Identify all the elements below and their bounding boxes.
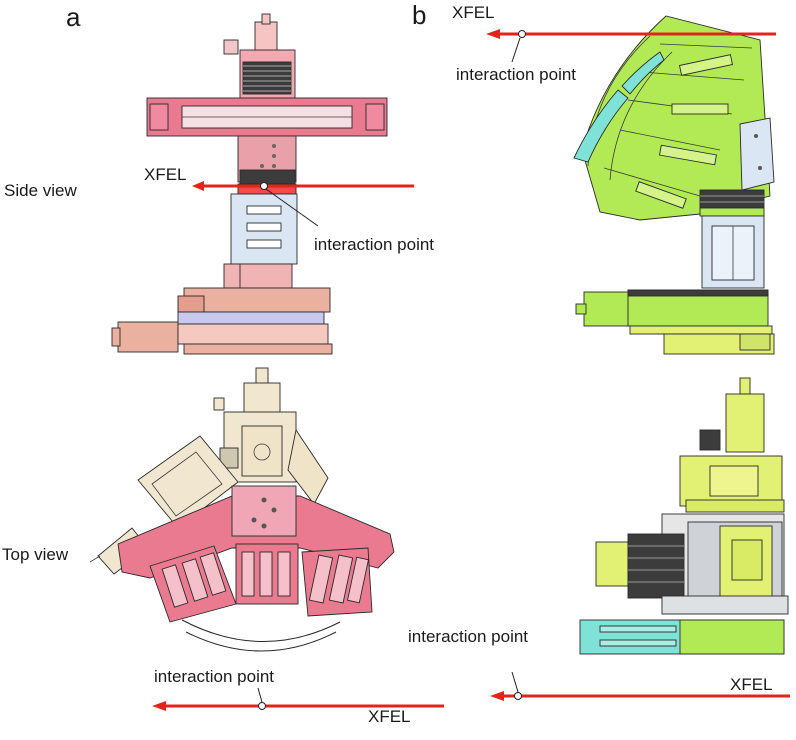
- side-ip-leader: [265, 188, 319, 227]
- panel-a-label: a: [66, 2, 81, 32]
- b-upper-beam-arrowhead: [486, 29, 500, 39]
- top-view-detector-right: [301, 547, 373, 617]
- top-view-detector-center: [235, 543, 299, 605]
- b-upper-ip-marker: [518, 30, 526, 38]
- side-ip-label: interaction point: [314, 235, 434, 254]
- b-lower-ip-marker: [514, 692, 522, 700]
- top-beam-arrowhead: [152, 701, 166, 711]
- panel-b-label: b: [412, 0, 426, 30]
- b-upper-ip-label: interaction point: [456, 65, 576, 84]
- top-view-assembly: [89, 367, 395, 652]
- top-view-detector-left: [149, 545, 237, 623]
- top-ip-leader: [257, 687, 263, 703]
- side-beam-label: XFEL: [144, 165, 187, 184]
- panel-b-upper-assembly: [573, 15, 775, 355]
- b-upper-beam-label: XFEL: [452, 3, 495, 22]
- b-lower-beam-label: XFEL: [730, 675, 773, 694]
- side-beam-arrowhead: [192, 181, 204, 191]
- side-ip-marker: [260, 182, 268, 190]
- b-upper-ip-leader: [511, 37, 521, 63]
- side-view-bellows-top: [242, 61, 292, 95]
- top-beam-label: XFEL: [368, 707, 411, 726]
- side-view-label: Side view: [4, 181, 77, 200]
- side-view-stage: [177, 311, 325, 325]
- b-lower-beam-arrowhead: [490, 691, 504, 701]
- side-view-assembly: [111, 13, 388, 355]
- top-ip-marker: [258, 702, 266, 710]
- b-lower-ip-leader: [511, 671, 519, 693]
- b-lower-ip-label: interaction point: [408, 627, 528, 646]
- top-view-label: Top view: [2, 545, 69, 564]
- top-ip-label: interaction point: [154, 667, 274, 686]
- panel-b-lower-assembly: [579, 377, 789, 655]
